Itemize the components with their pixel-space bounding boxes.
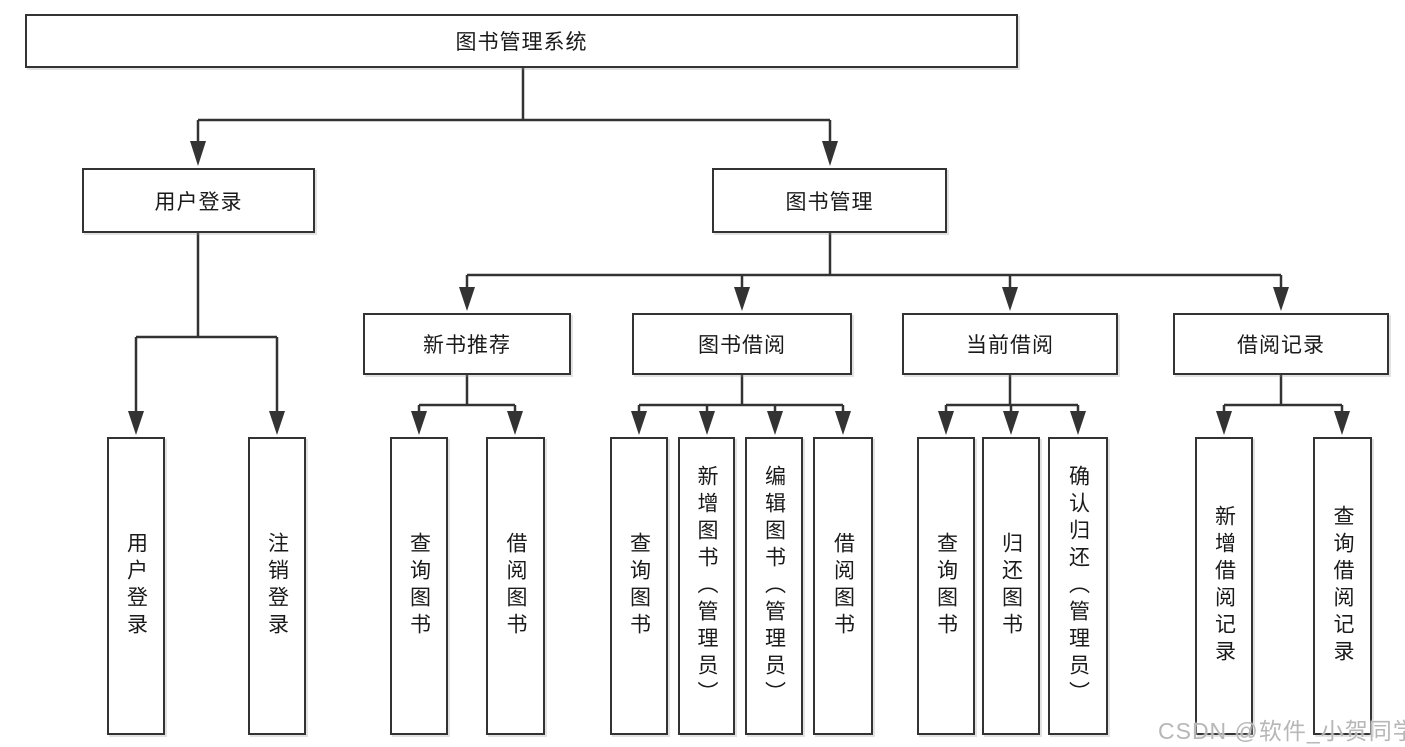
leaf-borrow-books: 借阅图书 bbox=[813, 437, 873, 735]
leaf-edit-books-admin: 编辑图书（管理员） bbox=[745, 437, 803, 735]
node-new-book-recommend: 新书推荐 bbox=[363, 313, 571, 375]
node-root: 图书管理系统 bbox=[25, 14, 1018, 68]
leaf-query-borrow-record: 查询借阅记录 bbox=[1313, 437, 1372, 735]
leaf-query-books-recommend: 查询图书 bbox=[390, 437, 448, 735]
node-current-borrow: 当前借阅 bbox=[902, 313, 1118, 375]
node-book-borrow: 图书借阅 bbox=[632, 313, 852, 375]
csdn-watermark: CSDN @软件_小贺同学 bbox=[1158, 718, 1405, 744]
leaf-confirm-return-admin: 确认归还（管理员） bbox=[1048, 437, 1108, 735]
leaf-query-books-current: 查询图书 bbox=[917, 437, 975, 735]
leaf-return-books: 归还图书 bbox=[982, 437, 1040, 735]
leaf-borrow-books-recommend: 借阅图书 bbox=[486, 437, 545, 735]
leaf-user-login: 用户登录 bbox=[107, 437, 165, 735]
leaf-add-borrow-record: 新增借阅记录 bbox=[1195, 437, 1253, 735]
node-borrow-record: 借阅记录 bbox=[1173, 313, 1389, 375]
node-book-management: 图书管理 bbox=[712, 168, 947, 233]
leaf-logout: 注销登录 bbox=[248, 437, 306, 735]
node-user-login: 用户登录 bbox=[82, 168, 315, 233]
leaf-query-books-borrow: 查询图书 bbox=[610, 437, 668, 735]
leaf-add-books-admin: 新增图书（管理员） bbox=[678, 437, 735, 735]
